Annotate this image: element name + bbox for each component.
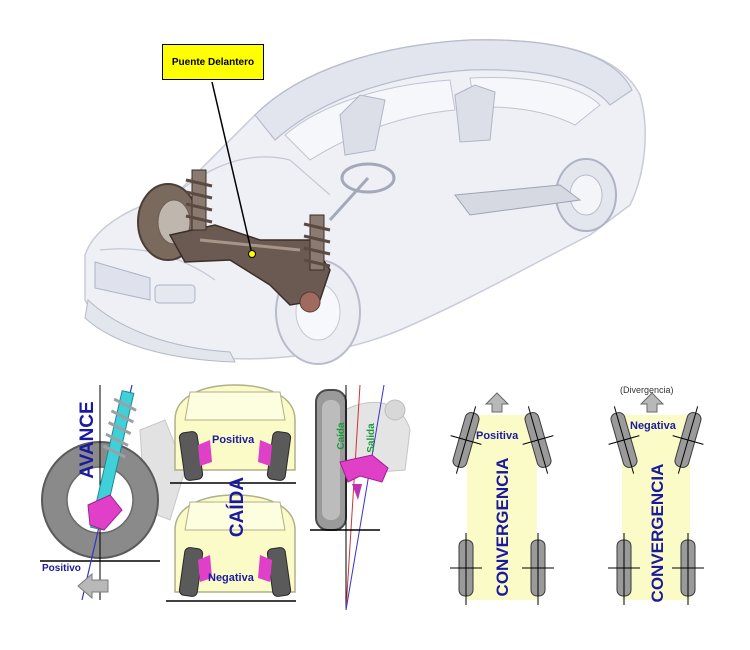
avance-sign-label: Positivo (42, 563, 81, 574)
puente-delantero-callout: Puente Delantero (162, 44, 264, 80)
car-illustration (84, 39, 646, 365)
avance-diagram (40, 384, 186, 601)
callout-leader-line (211, 81, 253, 255)
side-salida-label: Salida (366, 423, 377, 453)
convergencia-positiva-title: CONVERGENCIA (493, 457, 512, 597)
convergencia-positiva-sign: Positiva (476, 430, 519, 442)
callout-marker-dot (248, 250, 256, 258)
caida-positive-label: Positiva (212, 434, 255, 446)
convergencia-negativa-sign: Negativa (630, 420, 676, 432)
caida-diagram-negative (166, 494, 296, 602)
avance-title: AVANCE (77, 401, 98, 479)
caida-negative-label: Negativa (208, 572, 254, 584)
convergencia-negativa-title: CONVERGENCIA (648, 463, 667, 603)
side-caida-label: Caída (336, 422, 347, 450)
convergencia-negativa-diagram (608, 392, 704, 605)
caida-title: CAÍDA (227, 476, 248, 538)
convergencia-positiva-diagram (450, 392, 554, 605)
caida-salida-side-diagram (310, 384, 411, 611)
caida-diagram-positive (170, 384, 296, 484)
convergencia-negativa-note: (Divergencia) (620, 385, 674, 395)
